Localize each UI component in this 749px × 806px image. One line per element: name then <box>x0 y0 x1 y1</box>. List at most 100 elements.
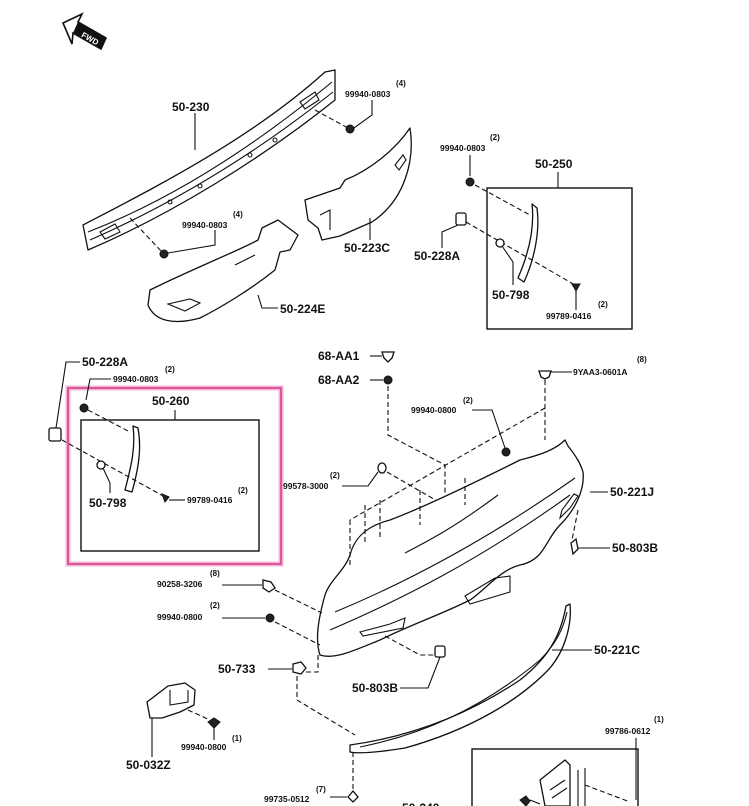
leader-99940-0803-c <box>167 230 216 254</box>
dash-line <box>187 709 211 721</box>
detail-box-50-260 <box>80 419 260 552</box>
qty-label: (2) <box>490 133 500 142</box>
dash-line <box>87 409 131 433</box>
label-68-AA2[interactable]: 68-AA2 <box>318 373 360 387</box>
qty-label: (8) <box>210 569 220 578</box>
dash-line <box>384 635 435 656</box>
clip-icon[interactable] <box>434 645 446 658</box>
part-license-bracket[interactable] <box>539 759 586 806</box>
label-50-223C[interactable]: 50-223C <box>344 241 390 255</box>
label-99940-0803-a[interactable]: 99940-0803 <box>345 89 391 99</box>
qty-label: (2) <box>238 486 248 495</box>
nut-icon[interactable] <box>159 249 169 259</box>
qty-label: (2) <box>210 601 220 610</box>
label-50-803B-right[interactable]: 50-803B <box>612 541 658 555</box>
nut-icon[interactable] <box>345 124 355 134</box>
part-50-032Z-bracket[interactable] <box>146 682 196 719</box>
dash-line <box>584 784 631 803</box>
screw-icon[interactable] <box>347 789 359 803</box>
qty-label: (4) <box>396 79 406 88</box>
label-99578-3000[interactable]: 99578-3000 <box>283 481 329 491</box>
part-50-230-reinforcement[interactable] <box>82 69 336 251</box>
qty-label: (4) <box>233 210 243 219</box>
part-50-224E-absorber[interactable] <box>147 219 299 323</box>
label-99940-0803-c[interactable]: 99940-0803 <box>182 220 228 230</box>
clip-icon[interactable] <box>455 212 467 226</box>
selection-highlight <box>67 387 282 565</box>
screw-icon[interactable] <box>262 579 276 593</box>
leader <box>501 245 514 285</box>
label-9YAA3-0601A[interactable]: 9YAA3-0601A <box>573 367 628 377</box>
label-99940-0803-d[interactable]: 99940-0803 <box>113 374 159 384</box>
screw-icon[interactable] <box>161 493 170 503</box>
retainer-icon[interactable] <box>292 661 307 675</box>
clip-icon[interactable] <box>48 427 62 442</box>
leader <box>529 799 541 805</box>
label-50-250[interactable]: 50-250 <box>535 157 573 171</box>
screw-icon[interactable] <box>571 283 581 293</box>
label-50-260[interactable]: 50-260 <box>152 394 190 408</box>
label-99940-0800-b[interactable]: 99940-0800 <box>157 612 203 622</box>
nut-icon[interactable] <box>519 795 531 806</box>
label-50-221C[interactable]: 50-221C <box>594 643 640 657</box>
leader-50-224E <box>257 294 278 309</box>
part-50-223C-absorber[interactable] <box>304 127 412 241</box>
qty-label: (2) <box>598 300 608 309</box>
label-99940-0800-c[interactable]: 99940-0800 <box>181 742 227 752</box>
leader <box>472 409 506 449</box>
label-50-221J[interactable]: 50-221J <box>610 485 654 499</box>
dash-line <box>274 589 323 614</box>
nut-icon[interactable] <box>79 403 89 413</box>
label-50-224E[interactable]: 50-224E <box>280 302 325 316</box>
clip-68-AA1-icon[interactable] <box>381 351 395 363</box>
part-50-250-bracket[interactable] <box>517 203 539 283</box>
detail-box-50-250 <box>486 187 633 330</box>
nut-icon[interactable] <box>465 177 475 187</box>
nut-icon[interactable] <box>207 717 221 729</box>
dash-line <box>61 439 166 498</box>
dash-line <box>314 109 349 129</box>
clip-68-AA2-icon[interactable] <box>383 375 393 385</box>
detail-box-bottom <box>471 748 639 806</box>
label-cut-off[interactable]: 50-240 <box>402 801 440 806</box>
part-50-260-bracket[interactable] <box>124 425 141 493</box>
qty-label: (2) <box>463 396 473 405</box>
qty-label: (2) <box>330 471 340 480</box>
label-99940-0803-b[interactable]: 99940-0803 <box>440 143 486 153</box>
qty-label: (1) <box>232 734 242 743</box>
dash-line <box>274 621 321 646</box>
label-68-AA1[interactable]: 68-AA1 <box>318 349 360 363</box>
label-90258-3206[interactable]: 90258-3206 <box>157 579 203 589</box>
part-50-221C-lower-spoiler[interactable] <box>349 603 571 754</box>
label-50-228A-right[interactable]: 50-228A <box>414 249 460 263</box>
dash-line <box>296 655 356 736</box>
dash-line <box>387 386 446 500</box>
qty-label: (1) <box>654 715 664 724</box>
leader <box>102 467 111 493</box>
leader <box>342 471 379 487</box>
forward-arrow-icon: FWD <box>61 12 108 51</box>
part-50-221J-bumper-cover[interactable] <box>316 439 584 657</box>
label-50-798-left[interactable]: 50-798 <box>89 496 127 510</box>
label-50-733[interactable]: 50-733 <box>218 662 256 676</box>
label-50-032Z[interactable]: 50-032Z <box>126 758 171 772</box>
grommet-icon[interactable] <box>377 462 387 474</box>
nut-icon[interactable] <box>265 613 275 623</box>
grommet-icon[interactable] <box>96 460 106 470</box>
label-50-230[interactable]: 50-230 <box>172 100 210 114</box>
screw-9YAA3-icon[interactable] <box>538 370 552 380</box>
dash-line <box>349 407 546 521</box>
label-99789-0416-left[interactable]: 99789-0416 <box>187 495 233 505</box>
label-99789-0416-right[interactable]: 99789-0416 <box>546 311 592 321</box>
label-50-798-right[interactable]: 50-798 <box>492 288 530 302</box>
grommet-icon[interactable] <box>495 238 505 248</box>
label-99940-0800-a[interactable]: 99940-0800 <box>411 405 457 415</box>
clip-icon[interactable] <box>570 537 579 556</box>
leader <box>85 378 111 401</box>
label-50-803B-left[interactable]: 50-803B <box>352 681 398 695</box>
label-50-228A-left[interactable]: 50-228A <box>82 355 128 369</box>
nut-icon[interactable] <box>501 447 511 457</box>
label-99786-0612[interactable]: 99786-0612 <box>605 726 651 736</box>
label-99735-0512[interactable]: 99735-0512 <box>264 794 310 804</box>
